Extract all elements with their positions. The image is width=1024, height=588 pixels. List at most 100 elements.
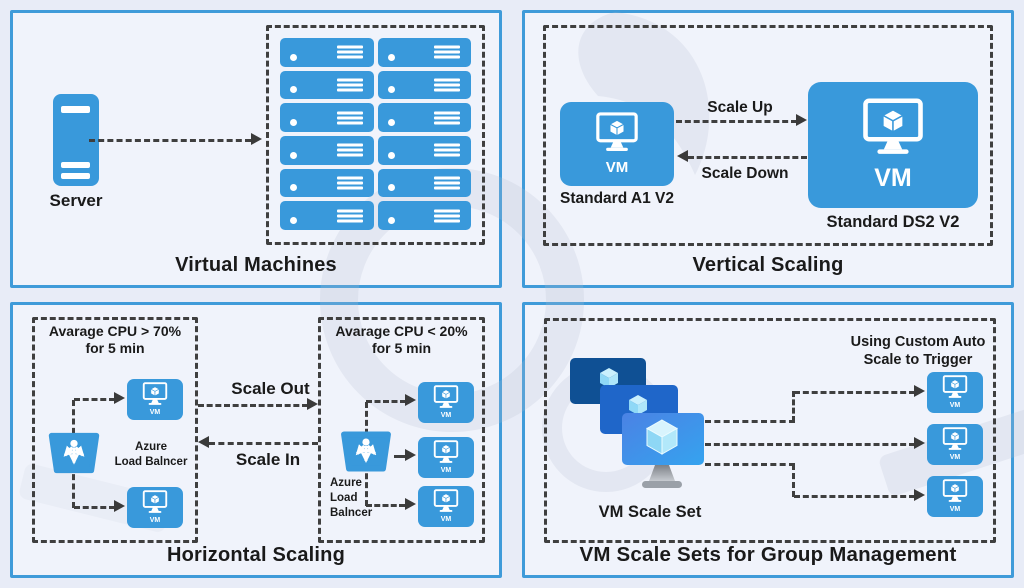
arrowhead-right-icon	[914, 489, 925, 501]
arrowhead-right-icon	[405, 449, 416, 461]
rack-server-icon	[280, 103, 374, 132]
vm-standard-a1-icon: VM	[560, 102, 674, 186]
rack-server-icon	[377, 38, 471, 67]
lb-to-vm-line	[74, 506, 115, 509]
server-label: Server	[49, 191, 103, 210]
vm-icon: VM	[927, 476, 983, 517]
scale-in-arrow	[209, 442, 318, 445]
scale-up-arrow	[676, 120, 797, 123]
trigger-line: Using Custom Auto	[850, 334, 986, 350]
vm-icon: VM	[927, 424, 983, 465]
vm-icon: VM	[418, 486, 474, 527]
panel-vertical-scaling: VM Standard A1 V2 VM Standard DS2 V2 Sca…	[522, 10, 1014, 288]
condition-line: for 5 min	[371, 340, 432, 356]
arrowhead-right-icon	[251, 133, 262, 145]
vm-label: VM	[605, 159, 629, 176]
arrowhead-right-icon	[914, 437, 925, 449]
scaleset-connector-line	[794, 391, 915, 394]
vm-icon: VM	[418, 437, 474, 478]
panel-title-horizontal-scaling: Horizontal Scaling	[166, 544, 346, 566]
lb-to-vm-line	[366, 400, 406, 403]
trigger-line: Scale to Trigger	[863, 352, 973, 368]
scale-out-label: Scale Out	[231, 379, 310, 398]
vm-monitor-icon	[427, 489, 465, 516]
cpu-low-dashed-box	[318, 317, 485, 543]
panel-vm-scale-sets: VM Scale Set Using Custom Auto Scale to …	[522, 302, 1014, 578]
vm-monitor-icon	[847, 98, 939, 164]
vm-icon: VM	[127, 379, 183, 420]
standard-ds2-label: Standard DS2 V2	[826, 213, 960, 231]
rack-server-icon	[280, 168, 374, 198]
lb-to-vm-line	[74, 398, 115, 401]
vm-label: VM	[874, 164, 912, 192]
vm-icon: VM	[127, 487, 183, 528]
vm-monitor-icon	[136, 490, 174, 517]
condition-line: Avarage CPU > 70%	[48, 323, 182, 339]
load-balancer-icon	[48, 432, 100, 474]
scale-down-arrow	[688, 156, 807, 159]
auto-scale-trigger-label: Using Custom Auto Scale to Trigger	[833, 333, 1003, 369]
arrowhead-left-icon	[677, 150, 688, 162]
rack-server-icon	[377, 103, 471, 132]
lb-to-vm-line	[366, 504, 405, 507]
condition-line: Avarage CPU < 20%	[335, 323, 468, 339]
vm-label: VM	[440, 467, 452, 474]
vm-scale-set-icon	[570, 358, 704, 488]
vm-icon: VM	[927, 372, 983, 413]
rack-server-icon	[377, 168, 471, 198]
lb-to-vm-line	[394, 455, 405, 458]
cpu-high-condition: Avarage CPU > 70% for 5 min	[34, 323, 196, 357]
scaleset-connector-line	[705, 443, 915, 446]
vm-monitor-icon	[585, 112, 649, 158]
lb-label-line: Load Balncer	[114, 456, 188, 468]
rack-server-icon	[377, 135, 471, 165]
vm-label: VM	[440, 412, 452, 419]
panel-title-vm-scale-sets: VM Scale Sets for Group Management	[579, 543, 957, 566]
load-balancer-icon	[341, 431, 391, 472]
arrowhead-right-icon	[114, 392, 125, 404]
vm-monitor-icon	[427, 440, 465, 467]
vm-standard-ds2-icon: VM	[808, 82, 978, 208]
scaleset-connector-line	[792, 464, 795, 497]
arrowhead-right-icon	[796, 114, 807, 126]
rack-server-icon	[280, 201, 374, 230]
vm-monitor-icon	[936, 479, 974, 506]
vm-monitor-icon	[936, 427, 974, 454]
azure-lb-label: Azure Load Balncer	[330, 476, 400, 521]
scale-in-label: Scale In	[235, 450, 301, 469]
vm-label: VM	[949, 402, 961, 409]
panel-virtual-machines: Server Virtual Machines	[10, 10, 502, 288]
vm-label: VM	[949, 454, 961, 461]
scaleset-connector-line	[705, 463, 795, 466]
arrowhead-right-icon	[405, 394, 416, 406]
scale-out-arrow	[198, 404, 308, 407]
condition-line: for 5 min	[85, 340, 145, 356]
lb-label-line: Load	[330, 492, 358, 504]
vm-label: VM	[149, 409, 161, 416]
vm-label: VM	[440, 516, 452, 523]
panel-title-virtual-machines: Virtual Machines	[175, 254, 337, 276]
vm-scale-set-label: VM Scale Set	[598, 503, 702, 521]
vertical-scaling-dashed-box	[543, 25, 993, 246]
arrowhead-left-icon	[198, 436, 209, 448]
azure-lb-label: Azure Load Balncer	[105, 440, 197, 470]
arrowhead-right-icon	[114, 500, 125, 512]
panel-horizontal-scaling: Avarage CPU > 70% for 5 min Azure Load B…	[10, 302, 502, 578]
panel-title-vertical-scaling: Vertical Scaling	[692, 254, 844, 276]
scale-set-dashed-box	[544, 318, 996, 543]
scaleset-connector-line	[792, 391, 795, 422]
vm-monitor-icon	[936, 375, 974, 402]
rack-server-icon	[377, 201, 471, 230]
lb-label-line: Balncer	[330, 507, 373, 519]
arrowhead-right-icon	[307, 398, 318, 410]
arrowhead-right-icon	[914, 385, 925, 397]
scale-down-label: Scale Down	[701, 165, 789, 182]
vm-label: VM	[149, 517, 161, 524]
vm-monitor-icon	[136, 382, 174, 409]
rack-server-icon	[377, 70, 471, 100]
vm-label: VM	[949, 506, 961, 513]
scaleset-connector-line	[794, 495, 915, 498]
server-to-vms-arrow	[89, 139, 251, 142]
rack-grid	[280, 38, 471, 230]
